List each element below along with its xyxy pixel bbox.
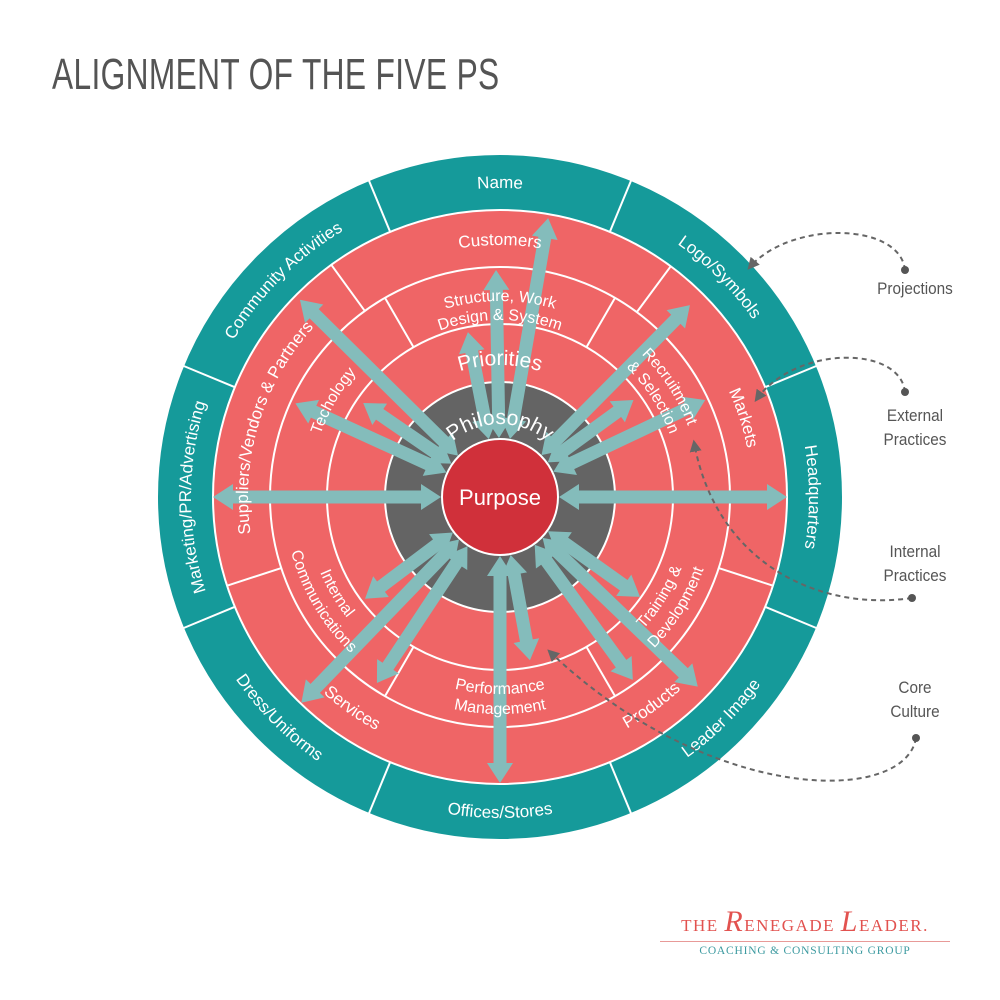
logo-wordmark: THE RENEGADE LEADER. [660,905,950,942]
logo-tagline: COACHING & CONSULTING GROUP [699,945,911,957]
annotation-text: Practices [883,430,947,449]
dashed-connector [689,439,913,602]
connector-dot [901,388,909,396]
dashed-connector [747,232,906,271]
double-arrow [376,546,468,683]
segment-divider [608,761,633,815]
purpose-circle [441,438,559,556]
double-arrow [501,555,540,661]
projection-label: Offices/Stores [446,799,553,822]
double-arrow [542,537,698,687]
double-arrow [534,544,633,680]
annotation-text: Culture [890,702,940,721]
annotation-projections: Projections [861,277,969,301]
logo-text: L [840,905,859,938]
logo-text: ENEGADE [744,916,841,935]
double-arrow [363,402,452,464]
dashed-connector [547,649,917,782]
projection-label: Headquarters [801,444,824,551]
connector-dot [901,266,909,274]
projection-label: Name [477,173,524,193]
double-arrow [487,556,513,783]
annotation-text: Practices [883,566,947,585]
connector-dot [912,734,920,742]
segment-divider [764,605,818,630]
purpose-label: Purpose [459,485,541,510]
page-title: ALIGNMENT OF THE FIVE PS [52,50,500,99]
internal-practice-label-text: Management [453,696,548,718]
annotation-text: Projections [877,279,953,298]
segment-divider [384,646,415,697]
alignment-arrows [213,218,787,783]
internal-practice-label: Performance [454,676,547,698]
segment-divider [182,605,236,630]
connector-dot [908,594,916,602]
annotation-core-culture: Core Culture [861,676,969,724]
double-arrow [548,531,641,597]
segment-divider [718,567,774,587]
external-practice-label-text: Customers [457,230,543,252]
double-arrow [458,332,498,440]
renegade-leader-logo: THE RENEGADE LEADER. COACHING & CONSULTI… [660,905,950,957]
double-arrow [559,484,787,510]
double-arrow [483,270,512,439]
segment-divider [367,179,392,233]
internal-practice-label: Management [453,696,548,718]
double-arrow [213,484,441,510]
projection-label-text: Offices/Stores [446,799,553,822]
segment-divider [585,297,616,348]
logo-text: R [724,905,745,938]
annotation-text: Internal [889,542,941,561]
double-arrow [301,539,460,703]
double-arrow [553,396,706,475]
double-arrow [541,305,690,456]
internal-practice-label-text: Performance [454,676,547,698]
segment-divider [384,297,415,348]
double-arrow [299,299,458,456]
segment-divider [636,265,672,313]
projection-label-text: Name [477,173,524,193]
annotation-external-practices: External Practices [861,404,969,452]
segment-divider [330,264,366,312]
segment-divider [226,567,282,587]
dashed-connector [754,356,906,402]
annotation-text: External [886,406,944,425]
segment-divider [585,646,616,697]
double-arrow [365,532,453,599]
projection-label-text: Headquarters [801,444,824,551]
ring-dividers [182,179,818,815]
annotation-connectors [547,232,920,782]
segment-divider [182,364,236,389]
double-arrow [500,218,558,439]
logo-text: EADER. [858,916,929,935]
segment-divider [764,364,818,389]
annotation-text: Core [898,678,932,697]
double-arrow [295,399,447,476]
external-practice-label: Customers [457,230,543,252]
segment-divider [367,761,392,815]
segment-divider [608,179,633,233]
logo-text: THE [681,916,725,935]
annotation-internal-practices: Internal Practices [861,540,969,588]
double-arrow [547,400,634,463]
